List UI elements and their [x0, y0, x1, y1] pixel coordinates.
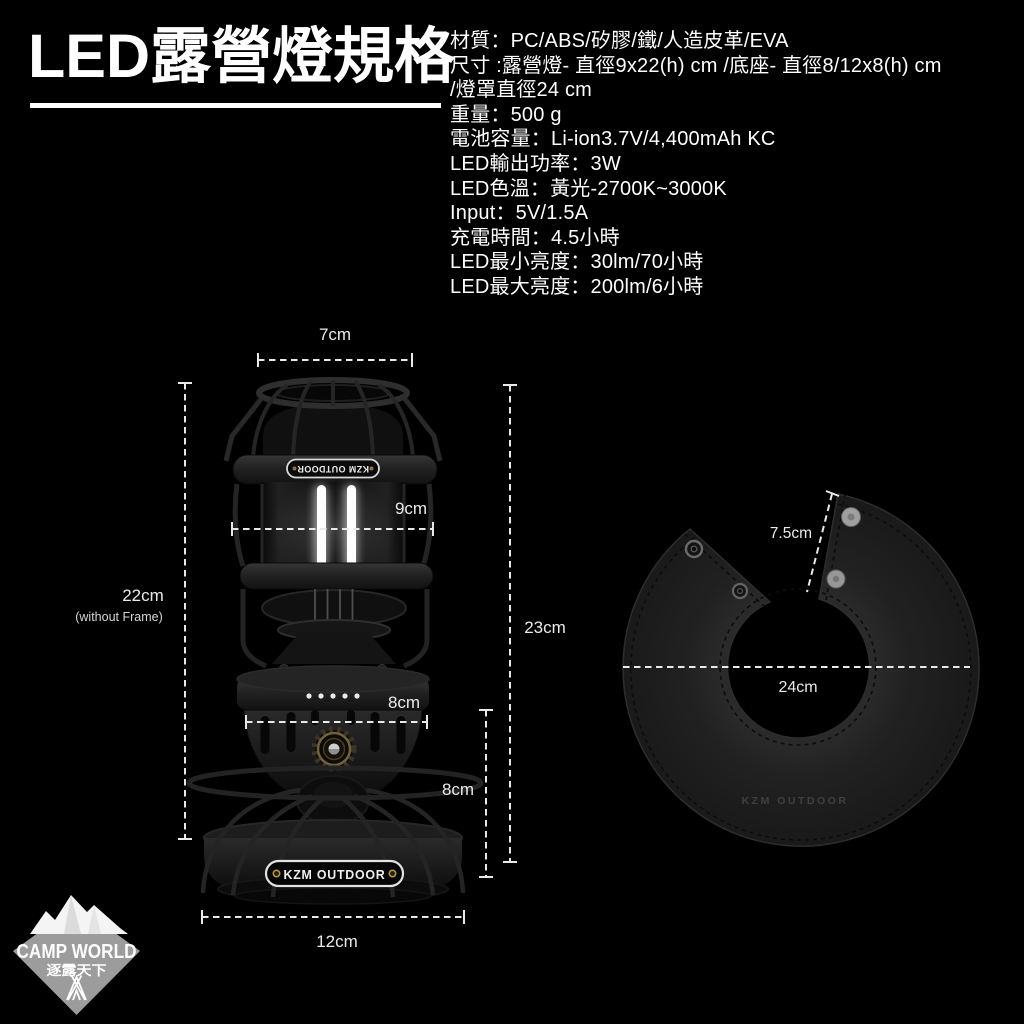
svg-text:KZM OUTDOOR: KZM OUTDOOR [297, 463, 369, 474]
cage-dome-bars [251, 379, 415, 459]
dim-body-height: 22cm [122, 586, 164, 605]
dim-shade-diameter: 24cm [778, 679, 818, 696]
lower-band [239, 562, 434, 590]
base-brand-badge: KZM OUTDOOR [264, 859, 405, 888]
svg-text:KZM OUTDOOR: KZM OUTDOOR [284, 867, 386, 882]
tent-icon [66, 974, 87, 1001]
title-underline [30, 103, 441, 108]
dimension-ticks [178, 353, 840, 924]
spec-line-max-brightness: LED最大亮度：200lm/6小時 [450, 275, 704, 298]
spec-line-material: 材質：PC/ABS/矽膠/鐵/人造皮革/EVA [450, 30, 789, 52]
logo-name: CAMP WORLD [17, 940, 137, 963]
snap-buttons [826, 507, 861, 589]
dim-total-height: 23cm [524, 618, 566, 637]
dim-top-diameter: 7cm [318, 325, 352, 344]
spec-line-power: LED輸出功率：3W [450, 152, 621, 175]
camp-world-logo: CAMP WORLD 逐露天下 [13, 895, 140, 1015]
dim-globe-diameter: 9cm [394, 499, 428, 518]
indicator-dots [306, 693, 360, 699]
dimension-lines [178, 353, 970, 924]
spec-line-weight: 重量：500 g [450, 103, 562, 126]
dim-shade-flap-gap: 7.5cm [769, 525, 812, 542]
lampshade-illustration: KZM OUTDOOR [622, 493, 980, 847]
snap-rings [684, 539, 749, 600]
spec-line-color-temp: LED色溫：黃光-2700K~3000K [450, 177, 727, 200]
spec-line-battery: 電池容量：Li-ion3.7V/4,400mAh KC [450, 128, 776, 151]
logo-name-zh: 逐露天下 [47, 963, 108, 978]
spec-line-size: 尺寸 :露營燈- 直徑9x22(h) cm /底座- 直徑8/12x8(h) c… [450, 54, 942, 77]
frame-clamps [240, 589, 430, 669]
spec-list: 材質：PC/ABS/矽膠/鐵/人造皮革/EVA 尺寸 :露營燈- 直徑9x22(… [450, 29, 1024, 300]
dim-belly-diameter: 8cm [387, 693, 421, 712]
dim-base-height: 8cm [441, 780, 475, 799]
lampshade-body [622, 493, 980, 847]
spec-line-min-brightness: LED最小亮度：30lm/70小時 [450, 251, 704, 274]
spec-line-input: Input：5V/1.5A [450, 202, 589, 225]
upper-brand-badge: KZM OUTDOOR [286, 458, 380, 479]
dim-base-diameter: 12cm [316, 932, 358, 951]
lantern-illustration: KZM OUTDOOR [186, 377, 484, 905]
lampshade-brand-text: KZM OUTDOOR [742, 795, 849, 807]
spec-line-size-cont: /燈罩直徑24 cm [450, 79, 593, 102]
mountain-icon [30, 895, 128, 934]
flare-ring [186, 765, 484, 801]
dim-body-height-note: (without Frame) [75, 610, 163, 624]
control-knob [311, 726, 357, 772]
page-title: LED露營燈規格 [28, 22, 456, 90]
spec-line-charge-time: 充電時間：4.5小時 [450, 226, 620, 249]
